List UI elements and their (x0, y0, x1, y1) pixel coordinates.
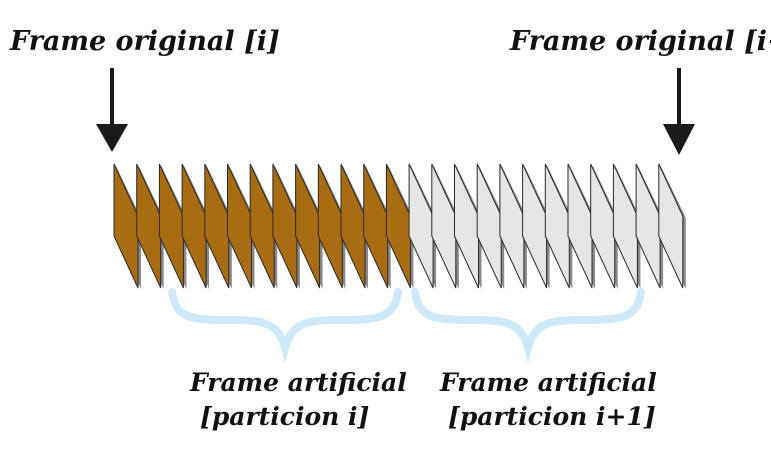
frame-artificial-partition-i-plus-1 (522, 163, 548, 289)
label-partition-i-title: Frame artificial (189, 368, 407, 397)
frame-artificial-partition-i (227, 163, 252, 289)
frame-artificial-partition-i-plus-1 (499, 163, 525, 289)
brace-partition-i (168, 288, 402, 364)
frame-artificial-partition-i-plus-1 (408, 163, 434, 289)
frame-artificial-partition-i (181, 163, 207, 289)
frame-artificial-partition-i (158, 163, 184, 289)
frame-artificial-partition-i (249, 163, 275, 289)
label-frame-original-i-plus-1: Frame original [i+1] (509, 26, 771, 57)
frame-artificial-partition-i-plus-1 (635, 163, 661, 289)
brace-partition-i-plus-1 (411, 288, 645, 364)
frame-artificial-partition-i (385, 163, 411, 289)
arrow-down-left-icon (96, 68, 128, 152)
frame-artificial-partition-i (136, 163, 162, 289)
frame-artificial-partition-i-plus-1 (590, 163, 616, 289)
label-partition-i-sub: [particion i] (200, 402, 369, 431)
frame-artificial-partition-i (204, 163, 230, 289)
label-partition-i-plus-1-sub: [particion i+1] (448, 402, 656, 431)
frame-artificial-partition-i (317, 163, 343, 289)
label-partition-i-plus-1-title: Frame artificial (439, 368, 657, 397)
frame-artificial-partition-i-plus-1 (544, 163, 570, 289)
frame-artificial-partition-i-plus-1 (476, 163, 502, 289)
frame-artificial-partition-i-plus-1 (658, 163, 684, 289)
frame-artificial-partition-i-plus-1 (431, 163, 457, 289)
frame-artificial-partition-i (340, 163, 366, 289)
frame-sequence (113, 163, 686, 289)
frame-artificial-partition-i-plus-1 (612, 163, 638, 289)
frame-artificial-partition-i (113, 163, 139, 289)
label-frame-original-i: Frame original [i] (9, 26, 280, 57)
frame-artificial-partition-i (272, 163, 298, 289)
frame-artificial-partition-i-plus-1 (567, 163, 593, 289)
frame-artificial-partition-i-plus-1 (454, 163, 479, 289)
arrow-down-right-icon (663, 68, 695, 155)
frame-artificial-partition-i (363, 163, 389, 289)
frame-artificial-partition-i (295, 163, 321, 289)
